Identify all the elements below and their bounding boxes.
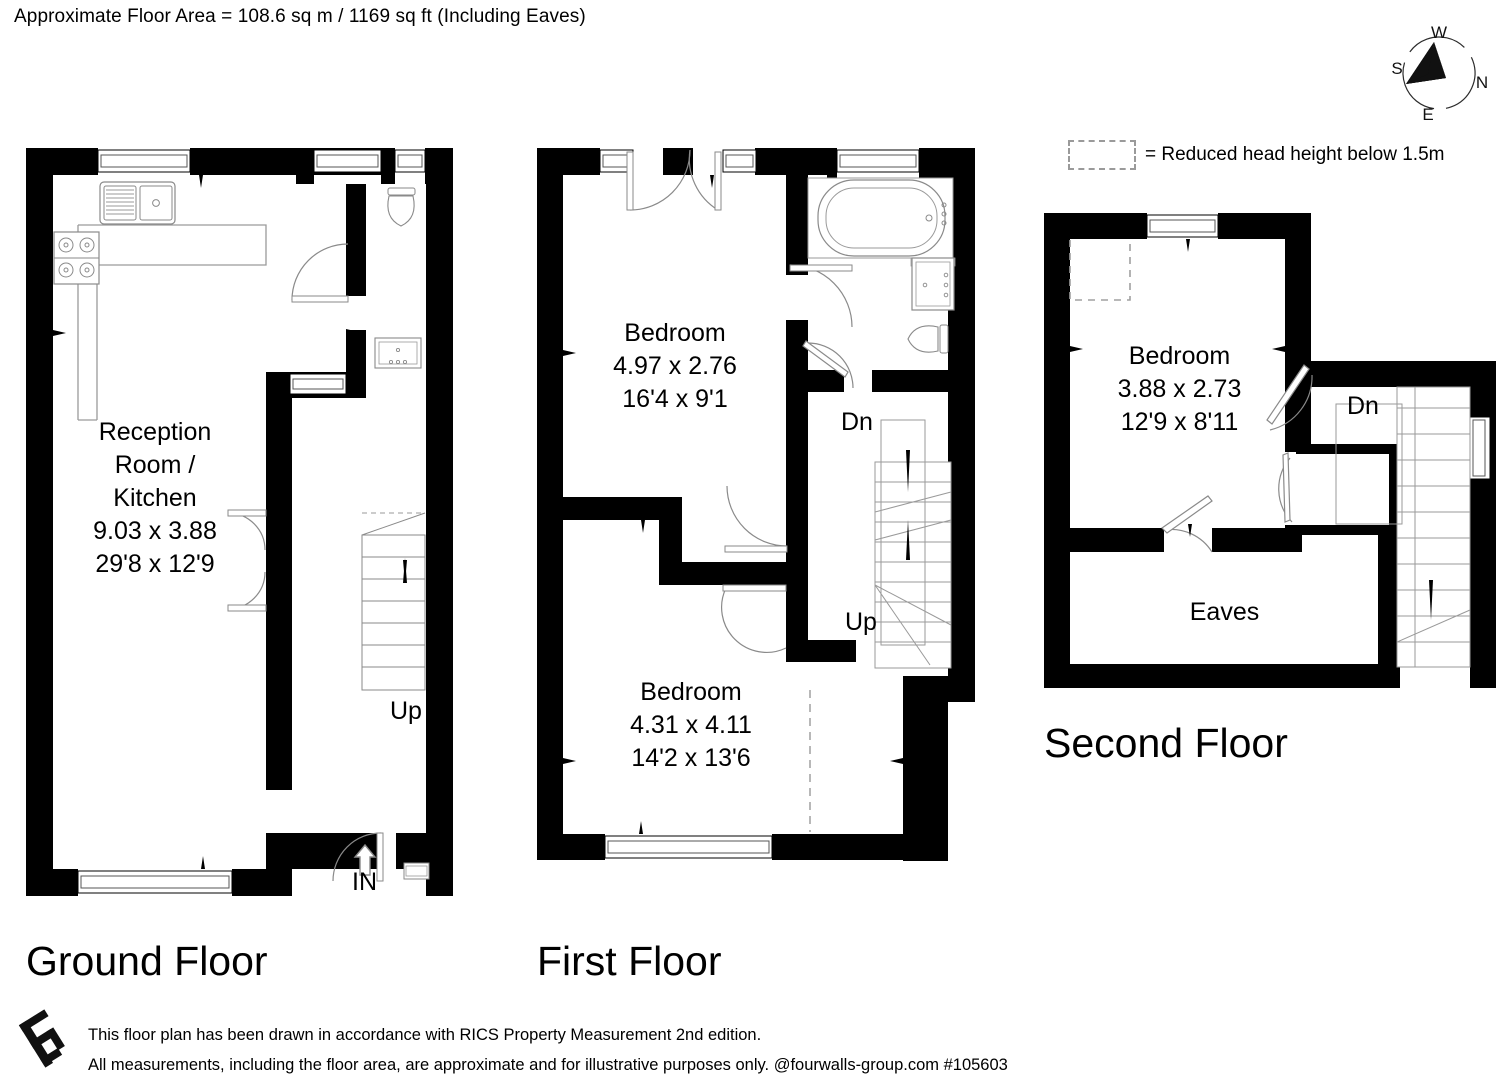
eaves-door [1161,495,1213,553]
reduced-head-height-area [1069,240,1131,301]
room-name: Eaves [1189,598,1260,626]
room-name-line-1: Reception [98,418,212,446]
bathroom-door [789,264,853,328]
room-name: Bedroom [624,319,726,347]
kitchen-sink-icon [99,181,176,225]
wc-door [291,243,349,303]
landing-cupboard-door [1278,452,1293,523]
svg-text:N: N [1476,73,1488,92]
room-dim-imperial: 12'9 x 8'11 [1120,408,1239,436]
reduced-head-height-swatch [1068,140,1136,170]
bathroom-toilet-icon [907,324,949,354]
footer-disclaimer: This floor plan has been drawn in accord… [88,1020,1008,1080]
wc-toilet-icon [387,187,416,227]
bedroom2-doors [721,485,788,653]
room-name-line-3: Kitchen [113,484,197,512]
stair-label-dn-second: Dn [1347,392,1379,420]
second-bedroom-door [1266,364,1313,431]
bedroom1-doors [626,149,722,211]
fourwalls-logo [16,1008,72,1070]
stair-label-dn-first: Dn [841,408,873,436]
stair-label-up-first: Up [845,608,877,636]
ground-floor-plan [26,148,453,896]
wc-basin-icon [374,337,422,369]
floor-title-ground: Ground Floor [26,938,268,984]
floor-area-heading: Approximate Floor Area = 108.6 sq m / 11… [14,6,586,27]
svg-text:E: E [1422,105,1433,124]
room-label-bedroom-second: Bedroom 3.88 x 2.73 12'9 x 8'11 [1067,340,1292,439]
second-floor-plan [1044,213,1496,688]
landing-door [802,340,854,389]
svg-text:S: S [1391,59,1402,78]
footer-line-2: All measurements, including the floor ar… [88,1056,1008,1074]
svg-text:W: W [1431,23,1447,42]
room-name: Bedroom [1128,342,1231,370]
room-dim-metric: 9.03 x 3.88 [93,517,217,545]
floor-title-second: Second Floor [1044,720,1288,766]
room-dim-metric: 4.97 x 2.76 [613,352,737,380]
room-dim-metric: 3.88 x 2.73 [1117,375,1242,403]
room-dim-imperial: 14'2 x 13'6 [631,744,751,772]
legend: = Reduced head height below 1.5m [1068,140,1444,170]
room-label-bedroom-first-front: Bedroom 4.97 x 2.76 16'4 x 9'1 [562,317,788,416]
floor-title-first: First Floor [537,938,722,984]
room-dim-imperial: 16'4 x 9'1 [622,385,728,413]
room-name: Bedroom [640,678,742,706]
entrance-label-in: IN [352,868,377,896]
bathroom-bath-icon [807,177,954,259]
room-label-reception-kitchen: Reception Room / Kitchen 9.03 x 3.88 29'… [40,416,270,581]
entrance-door [332,832,430,882]
first-floor-plan [537,148,975,861]
kitchen-hall-door [227,509,267,612]
first-staircase [874,419,952,669]
room-label-eaves: Eaves [1112,596,1337,629]
stair-label-up-ground: Up [390,697,422,725]
bathroom-basin-icon [910,257,956,311]
room-name-line-2: Room / [114,451,196,479]
compass-rose: W S N E [1384,16,1494,126]
ground-staircase [361,512,426,691]
room-dim-metric: 4.31 x 4.11 [630,711,752,739]
room-dim-imperial: 29'8 x 12'9 [95,550,215,578]
footer-line-1: This floor plan has been drawn in accord… [88,1026,762,1044]
kitchen-hob-icon [53,231,100,285]
legend-label: = Reduced head height below 1.5m [1145,144,1445,165]
room-label-bedroom-first-rear: Bedroom 4.31 x 4.11 14'2 x 13'6 [578,676,804,775]
second-staircase [1335,386,1471,668]
